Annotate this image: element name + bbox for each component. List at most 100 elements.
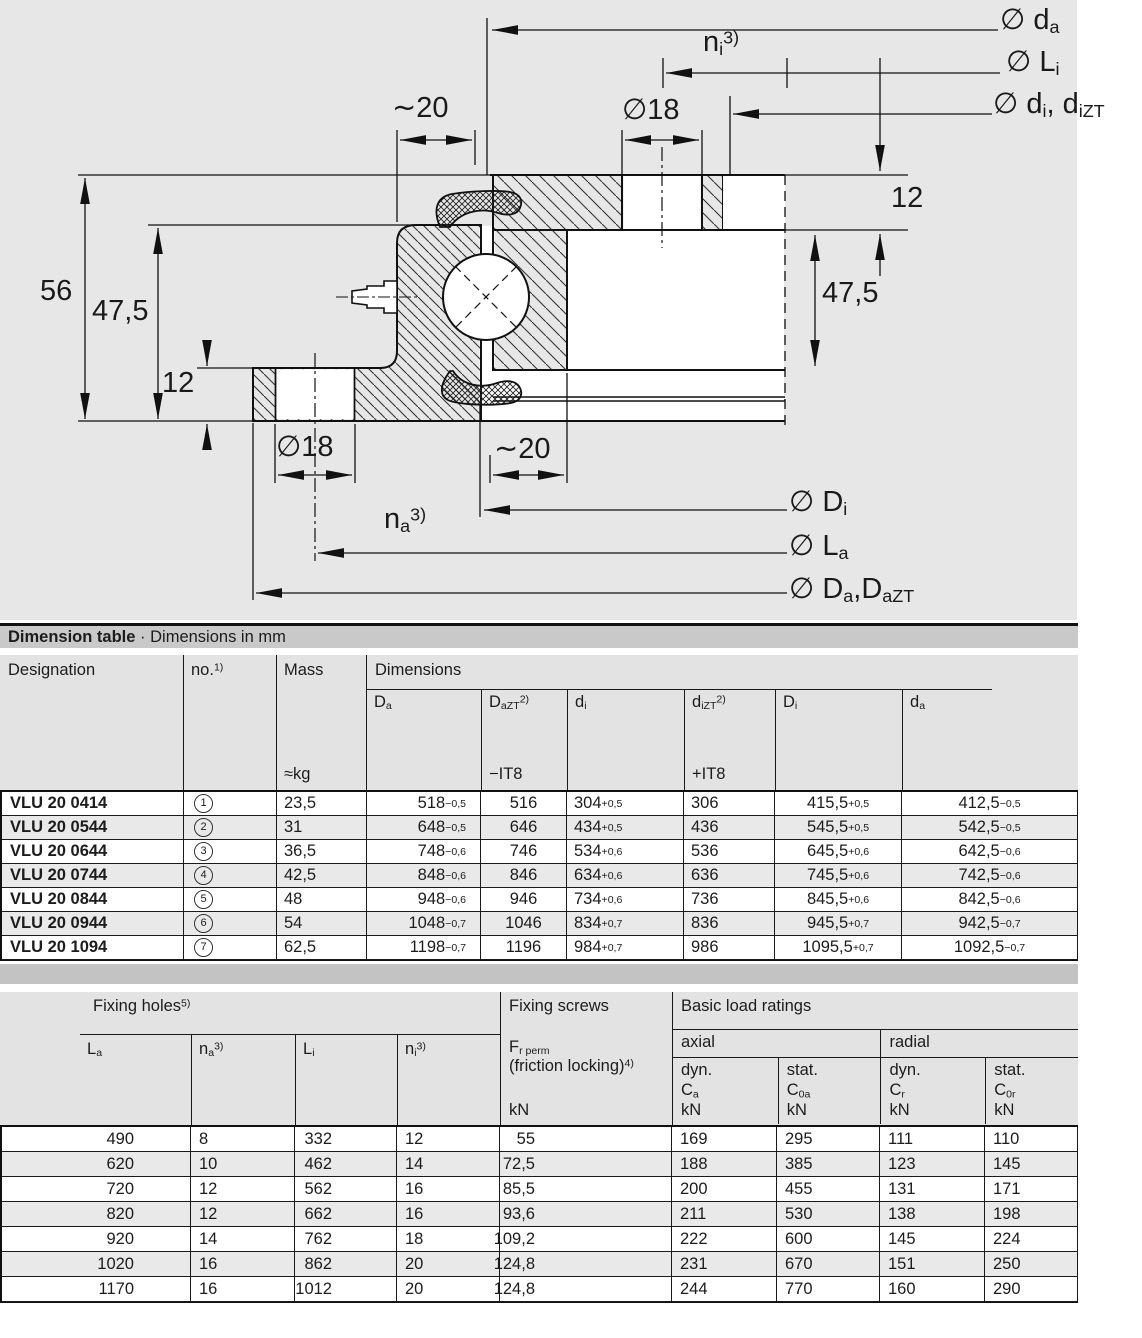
cell-designation: VLU 20 0844 — [2, 888, 184, 911]
dimension-label: ∅18 — [276, 431, 334, 463]
cell-Da: 748−0,6 — [367, 840, 481, 863]
bearing-section-svg — [0, 0, 1077, 620]
cell-diZT: 986 — [684, 936, 775, 959]
table-row: 920 14 762 18 109,2 222 600 145 224 — [2, 1227, 1078, 1252]
cell-mass: 54 — [277, 912, 367, 935]
cell-no: 5 — [184, 888, 277, 911]
cell-Da: 518−0,5 — [367, 792, 481, 815]
fr-perm-label: Fr perm — [509, 1038, 550, 1058]
cell-di: 304+0,5 — [567, 792, 684, 815]
cell-Ca: 169 — [672, 1127, 777, 1151]
position-number: 1 — [194, 794, 213, 813]
cell-C0r: 145 — [985, 1152, 1078, 1176]
table-row: 620 10 462 14 72,5 188 385 123 145 — [2, 1152, 1078, 1177]
dimension-label: 12 — [891, 182, 924, 214]
cell-diZT: 306 — [684, 792, 775, 815]
table-row: 720 12 562 16 85,5 200 455 131 171 — [2, 1177, 1078, 1202]
basic-load-ratings-group: Basic load ratings axial radial dyn. Ca … — [672, 992, 1078, 1125]
cell-Di: 415,5+0,5 — [775, 792, 902, 815]
load-table-body: 490 8 332 12 55 169 295 111 110 620 10 4… — [0, 1125, 1078, 1303]
col-DaZT: DaZT2) −IT8 — [481, 689, 567, 790]
col-mass: Mass ≈kg — [277, 655, 367, 790]
cell-DaZT: 1196 — [481, 936, 567, 959]
cell-mass: 23,5 — [277, 792, 367, 815]
cell-DaZT: 846 — [481, 864, 567, 887]
dimension-label: ∼20 — [392, 92, 449, 124]
table-title-bar: Dimension table · Dimensions in mm — [0, 623, 1078, 648]
cell-da: 642,5−0,6 — [902, 840, 1078, 863]
cell-Da: 1198−0,7 — [367, 936, 481, 959]
cell-na: 12 — [191, 1177, 295, 1201]
cell-Fr: 124,8 — [494, 1277, 672, 1301]
cell-designation: VLU 20 0644 — [2, 840, 184, 863]
cell-no: 7 — [184, 936, 277, 959]
cell-designation: VLU 20 0414 — [2, 792, 184, 815]
dimension-label: ∅ Da,DaZT — [789, 573, 915, 606]
cell-Fr: 85,5 — [500, 1177, 672, 1201]
cell-Fr: 93,6 — [500, 1202, 672, 1226]
cell-Di: 645,5+0,6 — [775, 840, 902, 863]
table-title: Dimension table — [8, 628, 136, 646]
col-diZT: diZT2) +IT8 — [684, 689, 775, 790]
cell-DaZT: 946 — [481, 888, 567, 911]
cell-C0r: 171 — [985, 1177, 1078, 1201]
dimensions-underline — [367, 689, 992, 690]
position-number: 7 — [194, 938, 213, 957]
cell-ni: 20 — [397, 1252, 500, 1276]
dimension-table-header: Designation no.1) Mass ≈kg Dimensions Da… — [0, 655, 1078, 790]
cell-C0r: 198 — [985, 1202, 1078, 1226]
cell-C0r: 290 — [985, 1277, 1078, 1301]
cell-da: 942,5−0,7 — [902, 912, 1078, 935]
cell-Fr: 55 — [500, 1127, 672, 1151]
cell-Li: 332 — [295, 1127, 397, 1151]
dimension-label: ∅18 — [622, 94, 680, 126]
cell-na: 16 — [191, 1252, 295, 1276]
cell-designation: VLU 20 1094 — [2, 936, 184, 959]
cell-DaZT: 1046 — [481, 912, 567, 935]
cell-Cr: 131 — [880, 1177, 985, 1201]
cell-Li: 562 — [295, 1177, 397, 1201]
dimension-label: na3) — [384, 503, 427, 536]
cell-Fr: 72,5 — [500, 1152, 672, 1176]
cell-no: 4 — [184, 864, 277, 887]
dimension-label: 47,5 — [92, 295, 149, 327]
table-subtitle: · Dimensions in mm — [140, 628, 286, 646]
fixing-screws-group: Fixing screws Fr perm (friction locking)… — [500, 992, 672, 1125]
dimension-label: ∅ di, diZT — [993, 88, 1105, 121]
cell-Cr: 138 — [880, 1202, 985, 1226]
separator-band — [0, 964, 1078, 984]
dimension-label: ∅ Li — [1006, 46, 1060, 79]
cell-diZT: 636 — [684, 864, 775, 887]
cell-na: 16 — [191, 1277, 295, 1301]
cell-Ca: 222 — [672, 1227, 777, 1251]
cell-na: 10 — [191, 1152, 295, 1176]
cell-da: 842,5−0,6 — [902, 888, 1078, 911]
cell-DaZT: 516 — [481, 792, 567, 815]
cell-DaZT: 646 — [481, 816, 567, 839]
col-Di: Di — [775, 689, 902, 790]
cell-designation: VLU 20 0944 — [2, 912, 184, 935]
cell-La: 1170 — [2, 1277, 191, 1301]
cell-na: 8 — [191, 1127, 295, 1151]
cell-Fr: 124,8 — [494, 1252, 672, 1276]
cell-Fr: 109,2 — [494, 1227, 672, 1251]
col-designation: Designation — [0, 655, 184, 790]
position-number: 2 — [194, 818, 213, 837]
cell-Ca: 188 — [672, 1152, 777, 1176]
cell-ni: 14 — [397, 1152, 500, 1176]
cell-Ca: 200 — [672, 1177, 777, 1201]
fixing-holes-group: Fixing holes5) La na3) Li ni3) — [80, 992, 500, 1125]
col-Da: Da — [374, 693, 392, 713]
col-dimensions: Dimensions Da DaZT2) −IT8 di diZT2) +IT8 — [367, 655, 1078, 790]
cell-mass: 36,5 — [277, 840, 367, 863]
cell-ni: 16 — [397, 1202, 500, 1226]
cell-da: 542,5−0,5 — [902, 816, 1078, 839]
dimension-label: ni3) — [703, 26, 740, 59]
dimension-label: ∼20 — [494, 433, 551, 465]
cell-Da: 848−0,6 — [367, 864, 481, 887]
col-C0r: stat. C0r kN — [985, 1058, 1078, 1124]
cell-di: 434+0,5 — [567, 816, 684, 839]
unit-kn: kN — [509, 1101, 530, 1119]
